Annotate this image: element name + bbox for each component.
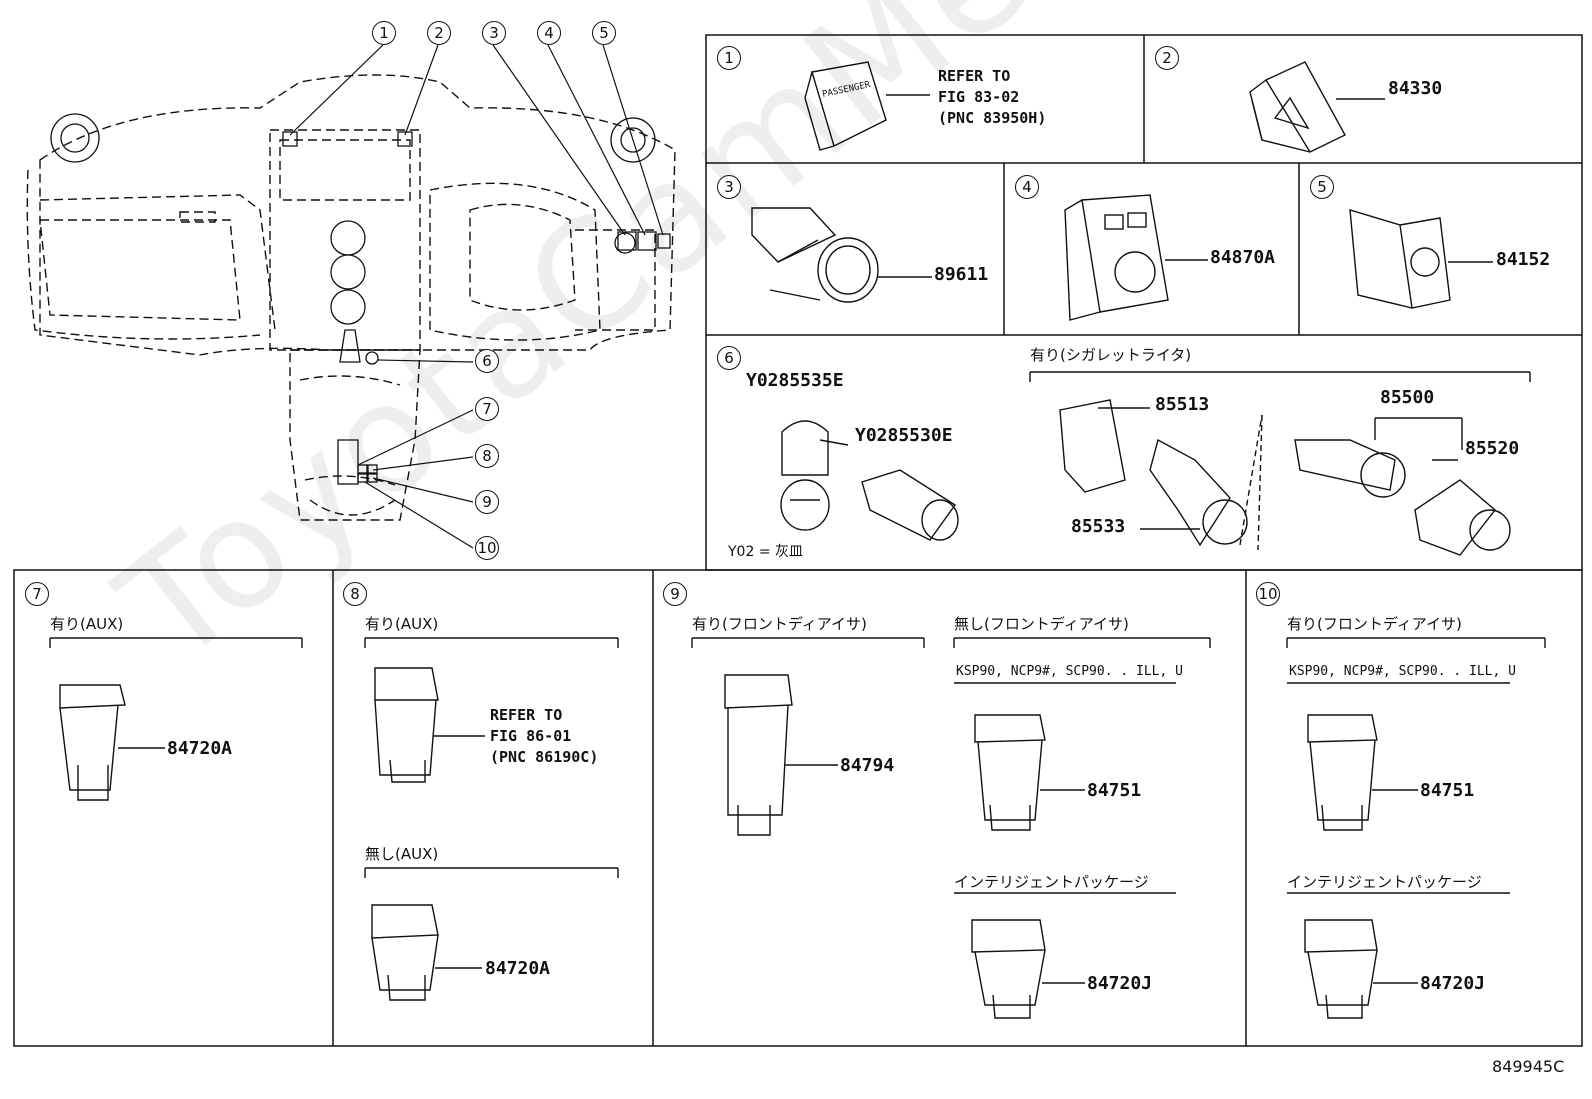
part-84794: 84794 [840,755,895,776]
callout-5: 5 [592,21,616,45]
panel-8-number: 8 [343,582,367,606]
panel-9-header-with-defroster: 有り(フロントディアイサ) [692,615,867,633]
panel-9-intelligent-package: インテリジェントパッケージ [954,873,1149,891]
callout-10: 10 [475,536,499,560]
panel-10-header-with-defroster: 有り(フロントディアイサ) [1287,615,1462,633]
panel-3-number: 3 [717,175,741,199]
code-y0285530e: Y0285530E [855,425,953,446]
callout-3: 3 [482,21,506,45]
panel-7-header: 有り(AUX) [50,615,124,633]
callout-8: 8 [475,444,499,468]
callout-4: 4 [537,21,561,45]
panel-frames [13,34,1583,1047]
dashboard-illustration [26,74,676,521]
switches-p10 [1286,637,1546,1019]
lighter-ashtray-parts [780,371,1531,556]
panel-7-number: 7 [25,582,49,606]
part-85513: 85513 [1155,394,1210,415]
part-84720a-p8: 84720A [485,958,551,979]
callout-2: 2 [427,21,451,45]
panel-10-intelligent-package: インテリジェントパッケージ [1287,873,1482,891]
lighter-group-header: 有り(シガレットライタ) [1030,346,1192,364]
part-89611: 89611 [934,264,989,285]
part-84330: 84330 [1388,78,1443,99]
panel-10-model-codes: KSP90, NCP9#, SCP90. . ILL, U [1289,664,1516,679]
part-84751-p9: 84751 [1087,780,1142,801]
part-84720j-p9: 84720J [1087,973,1153,994]
diagram-id: 849945C [1492,1057,1565,1076]
panel-8-reference: REFER TO FIG 86-01 (PNC 86190C) [490,706,599,766]
part-84751-p10: 84751 [1420,780,1475,801]
push-start-switch [751,207,932,303]
panel-1-number: 1 [717,46,741,70]
panel-5-number: 5 [1310,175,1334,199]
aux-switch-p8 [364,637,619,1001]
passenger-airbag-switch [804,61,930,151]
part-84720j-p10: 84720J [1420,973,1486,994]
switches-p9 [691,637,1211,1019]
part-85533: 85533 [1071,516,1126,537]
part-84720a-p7: 84720A [167,738,233,759]
panel-10-number: 10 [1256,582,1280,606]
part-84152: 84152 [1496,249,1551,270]
part-84870a: 84870A [1210,247,1276,268]
hazard-switch [1249,61,1385,153]
panel-8-header-with-aux: 有り(AUX) [365,615,439,633]
callout-1: 1 [372,21,396,45]
panel-2-number: 2 [1155,46,1179,70]
panel-9-number: 9 [663,582,687,606]
callout-7: 7 [475,397,499,421]
callout-6: 6 [475,349,499,373]
part-85500: 85500 [1380,387,1435,408]
ashtray-note: Y02 = 灰皿 [728,544,803,560]
panel-8-header-without-aux: 無し(AUX) [365,845,439,863]
part-85520: 85520 [1465,438,1520,459]
mirror-switch [1064,194,1208,321]
panel-9-model-codes: KSP90, NCP9#, SCP90. . ILL, U [956,664,1183,679]
overview-leaders [289,44,664,549]
panel-9-header-without-defroster: 無し(フロントディアイサ) [954,615,1129,633]
callout-9: 9 [475,490,499,514]
headlight-level-switch [1349,209,1493,309]
code-y0285535e: Y0285535E [746,370,844,391]
panel-4-number: 4 [1015,175,1039,199]
aux-switch-p7 [49,637,303,801]
panel-1-reference: REFER TO FIG 83-02 (PNC 83950H) [938,67,1047,127]
dashboard-solid-parts [50,113,671,485]
panel-6-number: 6 [717,346,741,370]
